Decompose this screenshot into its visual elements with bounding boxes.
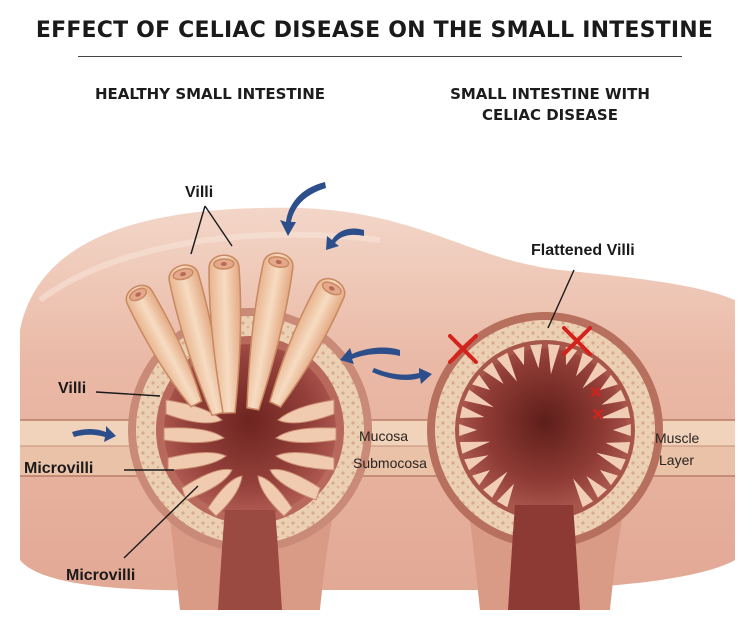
label-microvilli-bottom: Microvilli	[66, 567, 136, 584]
label-villi-top: Villi	[185, 184, 214, 201]
flattened-villus-spike	[459, 424, 477, 436]
flattened-villus-spike	[586, 476, 607, 498]
flattened-villus-spike	[601, 389, 626, 405]
subtitle-celiac-line1: SMALL INTESTINE WITH	[450, 85, 650, 103]
healthy-villi-fingers	[125, 252, 346, 417]
label-flattened-villi: Flattened Villi	[531, 242, 635, 259]
right-lumen-exit	[508, 505, 580, 610]
flattened-villus-spike	[573, 478, 594, 508]
left-lumen-exit	[218, 510, 282, 610]
title-rule	[78, 56, 682, 57]
flattened-villus-spike	[613, 424, 631, 436]
small-red-mark-icon	[591, 387, 603, 419]
subtitle-celiac-line2: CELIAC DISEASE	[482, 106, 618, 124]
page-title: EFFECT OF CELIAC DISEASE ON THE SMALL IN…	[35, 18, 714, 43]
label-muscle-line2: Layer	[659, 452, 695, 468]
flattened-villus-spike	[605, 442, 631, 454]
label-villi-left: Villi	[58, 380, 87, 397]
flattened-villus-spike	[548, 344, 560, 375]
label-microvilli-left: Microvilli	[24, 460, 94, 477]
label-mucosa: Mucosa	[359, 428, 409, 444]
blue-flow-arrow-icon	[326, 228, 364, 250]
label-submucosa: Submocosa	[353, 455, 427, 471]
flattened-villus-spike	[496, 483, 514, 508]
flattened-villus-spike	[472, 470, 490, 486]
subtitle-healthy: HEALTHY SMALL INTESTINE	[94, 85, 326, 103]
villus-finger-3	[208, 254, 242, 414]
blue-flow-arrow-icon	[72, 426, 116, 442]
label-muscle-line1: Muscle	[655, 430, 700, 446]
blue-flow-arrow-icon	[280, 182, 326, 236]
flattened-villus-spike	[600, 374, 618, 390]
flattened-villus-spike	[483, 362, 504, 384]
flattened-villus-spike	[483, 471, 508, 498]
flattened-villus-spike	[464, 455, 489, 471]
left-inner-villi	[163, 399, 337, 517]
right-lumen	[463, 348, 627, 512]
subtitle-celiac: SMALL INTESTINE WITH CELIAC DISEASE	[400, 84, 700, 126]
celiac-cross-section	[427, 312, 663, 610]
flattened-villi-spikes	[459, 344, 631, 508]
blue-flow-arrow-icon	[340, 347, 400, 364]
red-x-mark-icon	[448, 334, 478, 364]
flattened-villus-spike	[596, 452, 626, 471]
flattened-villus-spike	[576, 352, 594, 377]
villus-finger-1	[125, 284, 203, 408]
flattened-villus-spike	[512, 346, 525, 366]
villus-finger-4	[246, 252, 294, 411]
flattened-villus-spike	[496, 352, 517, 382]
red-x-mark-icon	[562, 326, 592, 356]
flattened-villus-spike	[464, 389, 494, 408]
flattened-villus-spike	[600, 470, 618, 486]
flattened-villus-spike	[459, 441, 491, 454]
flattened-villus-spike	[582, 362, 607, 389]
flattened-villus-spike	[530, 344, 542, 369]
flattened-villus-spike	[599, 406, 631, 419]
blue-flow-arrow-icon	[372, 368, 432, 384]
flattened-villus-spike	[459, 406, 485, 418]
leader-lines	[95, 205, 575, 559]
villus-finger-5	[268, 278, 346, 408]
flattened-villus-spike	[472, 374, 490, 390]
